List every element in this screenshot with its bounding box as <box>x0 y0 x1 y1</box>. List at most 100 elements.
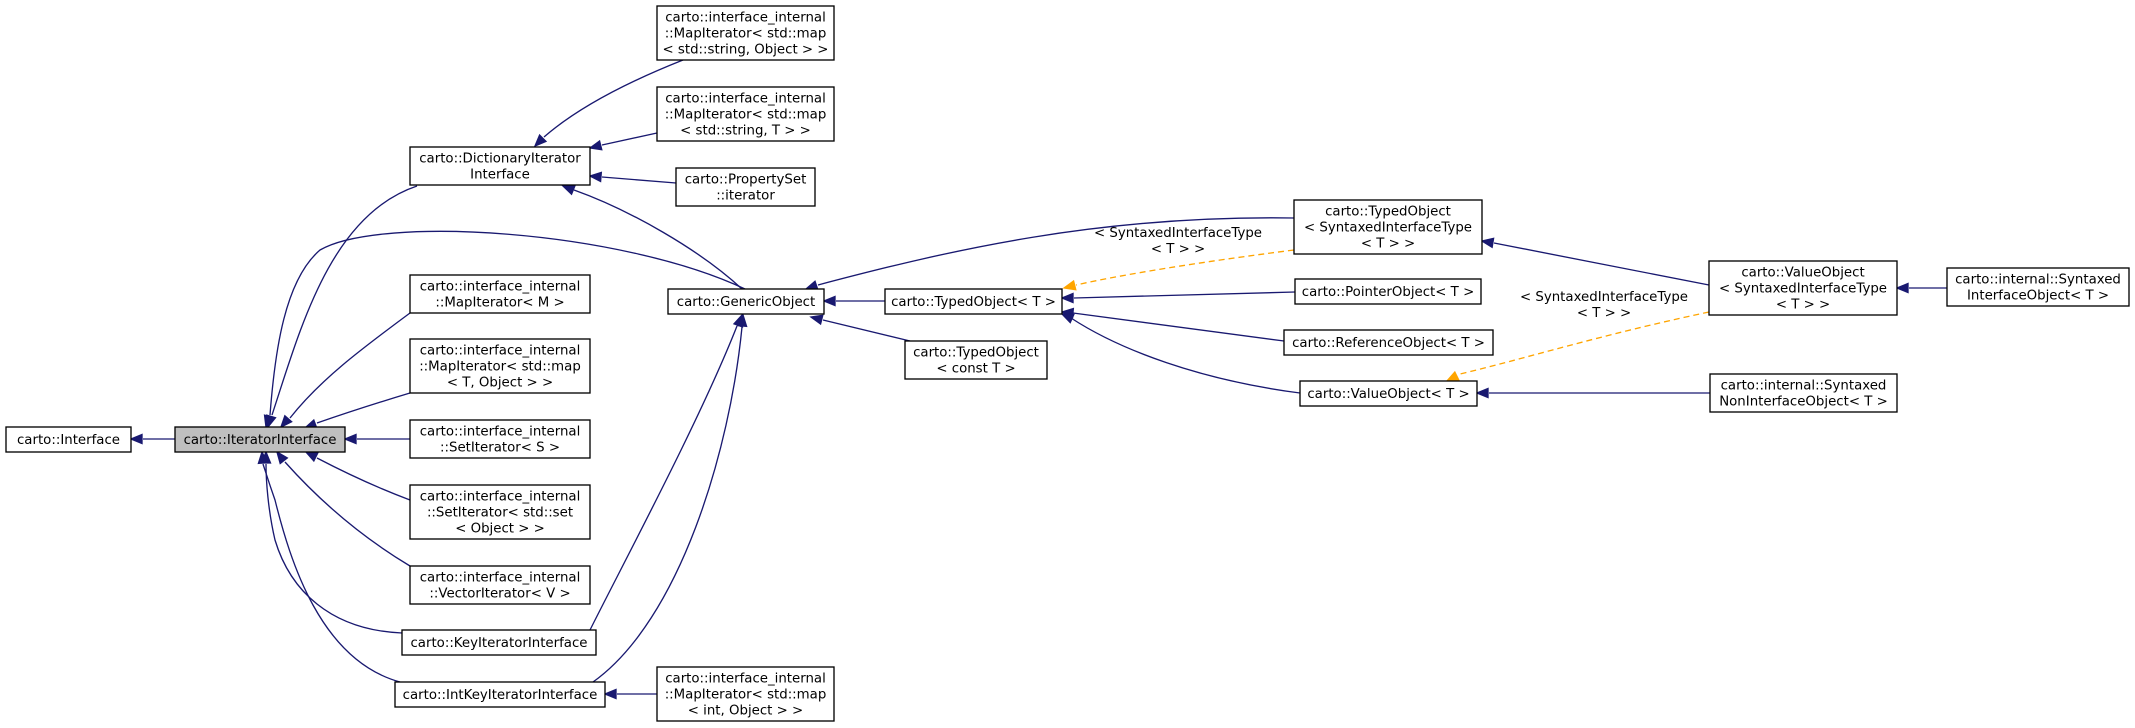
value-object-template-label: < SyntaxedInterfaceType< T > > <box>1520 290 1688 321</box>
edge-line <box>601 132 658 146</box>
edge-line <box>1072 312 1285 342</box>
set-iterator-s-node[interactable]: carto::interface_internal::SetIterator< … <box>409 419 591 459</box>
iterator-interface-node[interactable]: carto::IteratorInterface <box>174 426 346 453</box>
edge-iterator-to-interface <box>129 433 175 445</box>
node-box <box>174 426 346 453</box>
generic-object-node[interactable]: carto::GenericObject <box>667 288 825 315</box>
node-label: NonInterfaceObject< T > <box>1719 395 1888 410</box>
value-object-t-node[interactable]: carto::ValueObject< T > <box>1299 380 1478 407</box>
node-label: carto::ValueObject< T > <box>1307 387 1469 402</box>
edge-line <box>589 325 738 631</box>
node-box <box>1293 199 1483 255</box>
edge-line <box>269 230 746 416</box>
node-box <box>409 565 591 605</box>
edge-line <box>1070 317 1301 394</box>
node-label: < T, Object > > <box>447 376 553 391</box>
edge-typedt-to-generic <box>822 295 885 307</box>
edge-line <box>265 463 403 634</box>
edge-reference-to-typedt <box>1060 307 1285 342</box>
pointer-object-t-node[interactable]: carto::PointerObject< T > <box>1294 278 1482 305</box>
node-box <box>904 340 1048 380</box>
edge-generic-to-dictionary <box>561 185 743 290</box>
edge-label-line: < T > > <box>1577 306 1631 321</box>
node-box <box>409 274 591 314</box>
node-box <box>394 681 606 708</box>
node-label: ::MapIterator< std::map <box>665 27 827 42</box>
edge-line <box>592 326 743 683</box>
edge-arrowhead <box>561 185 576 196</box>
edge-line <box>289 312 411 419</box>
node-label: carto::KeyIteratorInterface <box>410 636 587 651</box>
edge-line <box>316 457 411 501</box>
node-label: carto::interface_internal <box>420 490 581 505</box>
reference-object-t-node[interactable]: carto::ReferenceObject< T > <box>1283 329 1494 356</box>
node-box <box>1294 278 1482 305</box>
edge-key-to-generic <box>589 313 744 631</box>
edge-mapstrt-to-dictionary <box>588 132 658 151</box>
node-label: ::iterator <box>716 189 775 204</box>
node-box <box>656 666 835 722</box>
edge-arrowhead <box>1060 292 1074 304</box>
property-set-iterator-node[interactable]: carto::PropertySet::iterator <box>675 167 816 207</box>
typed-object-syntaxed-node[interactable]: carto::TypedObject< SyntaxedInterfaceTyp… <box>1293 199 1483 255</box>
edges-layer <box>129 59 1947 700</box>
edge-arrowhead <box>588 139 603 151</box>
map-iterator-string-t-node[interactable]: carto::interface_internal::MapIterator< … <box>656 86 835 142</box>
template-edge-typedsyn-to-typedt <box>1062 249 1295 291</box>
node-label: < const T > <box>936 362 1015 377</box>
edge-mapstrobj-to-dictionary <box>533 59 684 148</box>
node-label: ::MapIterator< std::map <box>419 360 581 375</box>
node-label: < int, Object > > <box>688 704 803 719</box>
node-label: < T > > <box>1361 237 1415 252</box>
edge-label-line: < T > > <box>1151 242 1205 257</box>
node-label: carto::PointerObject< T > <box>1302 285 1474 300</box>
node-label: carto::interface_internal <box>665 92 826 107</box>
edge-arrowhead <box>279 414 293 429</box>
edge-arrowhead <box>603 688 617 700</box>
typed-object-template-label: < SyntaxedInterfaceType< T > > <box>1094 226 1262 257</box>
edge-generic-to-iterator <box>263 230 746 429</box>
set-iterator-object-node[interactable]: carto::interface_internal::SetIterator< … <box>409 484 591 540</box>
node-label: carto::TypedObject< T > <box>891 295 1056 310</box>
node-box <box>1709 373 1898 413</box>
node-label: carto::interface_internal <box>665 672 826 687</box>
map-iterator-string-object-node[interactable]: carto::interface_internal::MapIterator< … <box>656 5 835 61</box>
edge-valuesyn-to-typedsyn <box>1480 237 1710 286</box>
node-label: carto::IteratorInterface <box>184 433 337 448</box>
node-box <box>5 426 132 453</box>
node-label: ::MapIterator< std::map <box>665 688 827 703</box>
map-iterator-int-object-node[interactable]: carto::interface_internal::MapIterator< … <box>656 666 835 722</box>
typed-object-t-node[interactable]: carto::TypedObject< T > <box>884 288 1063 315</box>
edge-line <box>271 185 418 416</box>
edge-vectorv-to-iterator <box>275 450 411 567</box>
node-box <box>409 146 591 186</box>
node-box <box>409 338 591 394</box>
int-key-iterator-interface-node[interactable]: carto::IntKeyIteratorInterface <box>394 681 606 708</box>
key-iterator-interface-node[interactable]: carto::KeyIteratorInterface <box>401 629 597 656</box>
node-label: carto::interface_internal <box>665 11 826 26</box>
value-object-syntaxed-node[interactable]: carto::ValueObject< SyntaxedInterfaceTyp… <box>1708 260 1898 316</box>
node-label: carto::TypedObject <box>913 346 1039 361</box>
node-label: carto::ValueObject <box>1741 266 1864 281</box>
interface-node[interactable]: carto::Interface <box>5 426 132 453</box>
syntaxed-interface-object-node[interactable]: carto::internal::SyntaxedInterfaceObject… <box>1946 267 2130 307</box>
node-label: carto::GenericObject <box>677 295 815 310</box>
typed-object-const-t-node[interactable]: carto::TypedObject< const T > <box>904 340 1048 380</box>
node-box <box>1946 267 2130 307</box>
node-label: < SyntaxedInterfaceType <box>1719 282 1887 297</box>
node-label: carto::interface_internal <box>420 280 581 295</box>
edge-label-line: < SyntaxedInterfaceType <box>1094 226 1262 241</box>
map-iterator-m-node[interactable]: carto::interface_internal::MapIterator< … <box>409 274 591 314</box>
edge-intkey-to-generic <box>592 313 748 683</box>
map-iterator-t-object-node[interactable]: carto::interface_internal::MapIterator< … <box>409 338 591 394</box>
edge-labels-layer: < SyntaxedInterfaceType< T > >< Syntaxed… <box>1094 226 1688 321</box>
node-label: ::VectorIterator< V > <box>429 587 570 602</box>
edge-line <box>1459 311 1710 375</box>
syntaxed-non-interface-object-node[interactable]: carto::internal::SyntaxedNonInterfaceObj… <box>1709 373 1898 413</box>
vector-iterator-v-node[interactable]: carto::interface_internal::VectorIterato… <box>409 565 591 605</box>
node-box <box>656 86 835 142</box>
node-label: InterfaceObject< T > <box>1967 289 2109 304</box>
node-box <box>1299 380 1478 407</box>
node-label: carto::DictionaryIterator <box>419 152 581 167</box>
